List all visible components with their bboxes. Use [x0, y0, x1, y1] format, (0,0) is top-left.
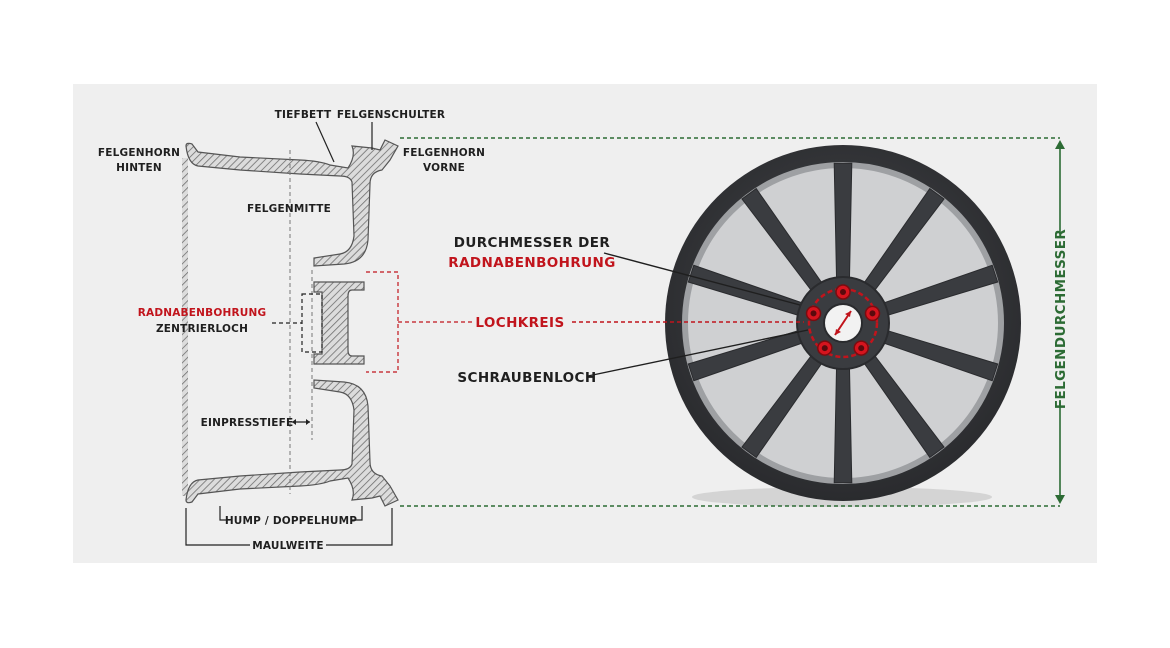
tiefbett-leader	[315, 121, 335, 163]
rim-profile-bottom	[185, 379, 399, 507]
felgendurchmesser-arrowhead-bottom	[1055, 495, 1065, 504]
wheel-spokes	[687, 162, 999, 484]
label-durchmesser-radnabenbohrung: RADNABENBOHRUNG	[448, 255, 615, 271]
maulweite-bracket	[185, 508, 393, 546]
schraubenloch-leader	[587, 329, 809, 377]
label-felgenmitte: FELGENMITTE	[247, 203, 331, 215]
label-felgenhorn-vorne-2: VORNE	[423, 162, 465, 174]
einpresstiefe-arrowhead-left	[292, 419, 296, 425]
einpresstiefe-arrowhead-right	[306, 419, 310, 425]
durchmesser-leader	[603, 252, 801, 306]
label-felgenhorn-hinten-2: HINTEN	[116, 162, 162, 174]
bore-arrowhead-bottom	[835, 329, 841, 335]
lug-holes	[805, 284, 881, 356]
label-zentrierloch: ZENTRIERLOCH	[156, 323, 248, 335]
label-einpresstiefe: EINPRESSTIEFE	[201, 417, 294, 429]
hump-bracket	[219, 506, 363, 521]
label-maulweite: MAULWEITE	[252, 540, 323, 552]
lug-hole-center	[869, 310, 876, 317]
label-felgendurchmesser: FELGENDURCHMESSER	[1053, 229, 1069, 410]
felgendurchmesser-arrowhead-top	[1055, 140, 1065, 149]
label-schraubenloch: SCHRAUBENLOCH	[457, 370, 596, 386]
lochkreis-bracket	[366, 271, 399, 373]
bore-arrowhead-top	[845, 311, 851, 317]
lug-hole-center	[821, 345, 828, 352]
label-hump: HUMP / DOPPELHUMP	[225, 515, 357, 527]
rim-cross-section	[182, 121, 472, 546]
label-durchmesser-der: DURCHMESSER DER	[454, 235, 611, 251]
label-tiefbett: TIEFBETT	[275, 109, 332, 121]
lug-hole-center	[858, 345, 865, 352]
label-felgenhorn-hinten-1: FELGENHORN	[98, 147, 180, 159]
rim-profile-top	[185, 139, 399, 267]
lug-hole-center	[840, 289, 846, 295]
label-lochkreis: LOCHKREIS	[475, 315, 564, 331]
wheel-spoke	[833, 162, 853, 285]
rim-back-edge	[182, 158, 188, 496]
wheel-spoke	[833, 361, 853, 484]
label-radnabenbohrung: RADNABENBOHRUNG	[138, 307, 267, 319]
lug-hole-center	[810, 310, 817, 317]
label-felgenhorn-vorne-1: FELGENHORN	[403, 147, 485, 159]
wheel-illustration	[665, 145, 1021, 507]
label-felgenschulter: FELGENSCHULTER	[337, 109, 445, 121]
lochkreis-circle	[807, 287, 879, 359]
rim-hub-plate	[313, 281, 365, 365]
